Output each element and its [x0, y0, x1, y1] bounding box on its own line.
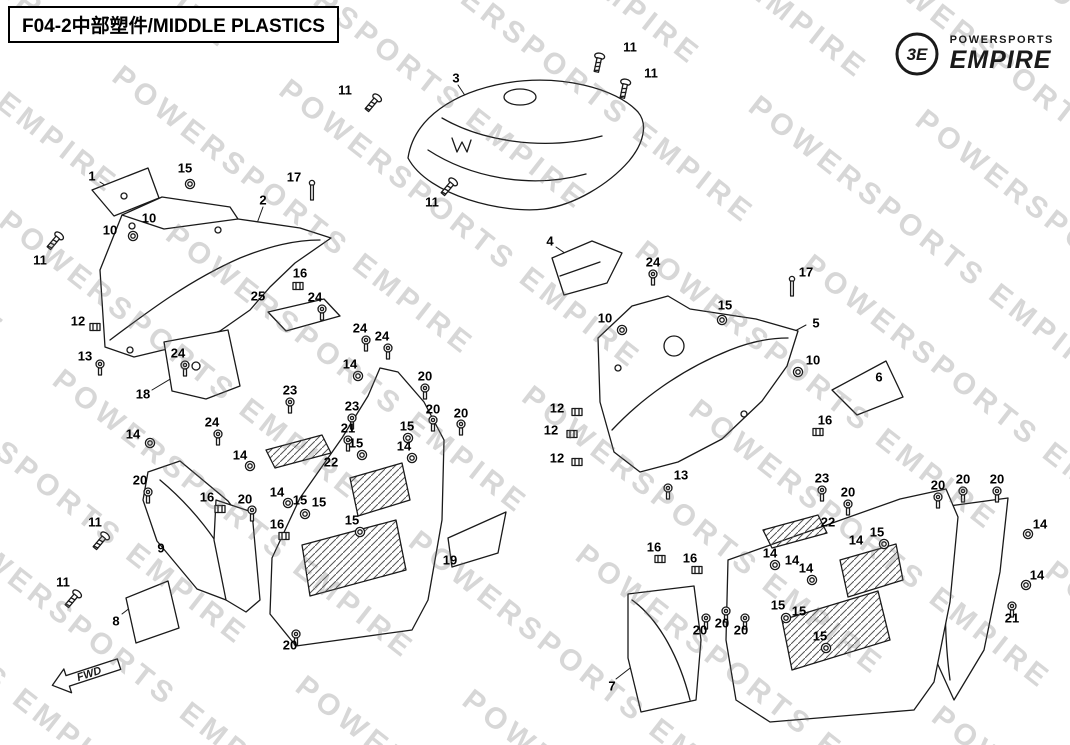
part-6-panel	[831, 360, 904, 416]
part-22-step-right	[762, 514, 828, 549]
fwd-arrow: FWD	[51, 658, 122, 694]
brand-logo-icon: 3E	[895, 32, 939, 76]
part-7-panel	[627, 585, 702, 713]
part-22-step-left	[265, 434, 332, 469]
page-title: F04-2中部塑件/MIDDLE PLASTICS	[8, 6, 339, 43]
part-5-side-panel	[597, 295, 799, 473]
part-3-tank-cover	[407, 79, 645, 211]
center-footwell	[265, 367, 445, 647]
brand-name-top: POWERSPORTS	[949, 34, 1054, 46]
brand-monogram: 3E	[906, 45, 927, 64]
brand-logo: 3E POWERSPORTS EMPIRE	[893, 30, 1054, 78]
part-4-cover	[551, 240, 623, 296]
part-18-bracket	[163, 329, 241, 400]
part-19-pad	[447, 511, 507, 568]
right-footwell	[725, 488, 959, 723]
part-2-side-panel	[99, 196, 332, 358]
part-8-panel	[125, 580, 180, 644]
fwd-label: FWD	[76, 665, 104, 684]
part-25-bracket	[267, 298, 341, 332]
brand-name-bottom: EMPIRE	[949, 46, 1052, 74]
